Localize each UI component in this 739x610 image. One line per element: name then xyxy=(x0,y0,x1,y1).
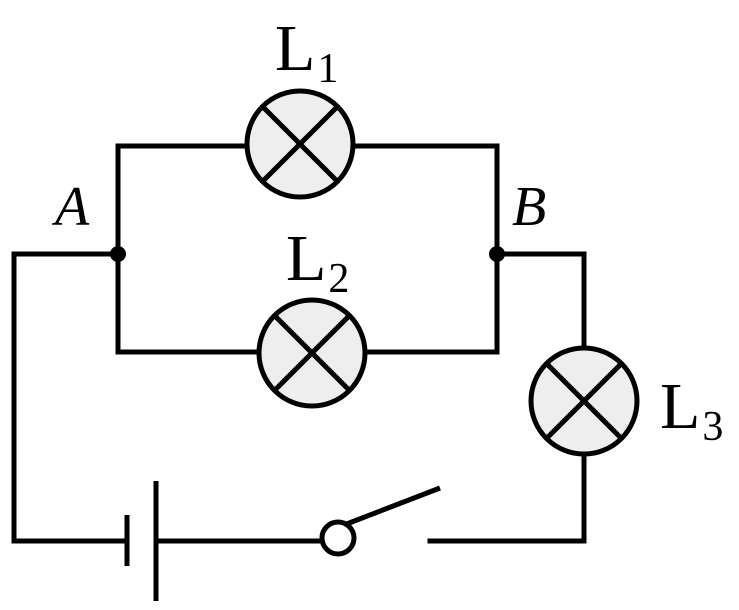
lamp-l2-subscript: 2 xyxy=(328,256,349,302)
branch-l2 xyxy=(115,251,500,355)
lamp-l3-subscript: 3 xyxy=(702,404,723,450)
switch-pivot xyxy=(319,519,357,557)
battery xyxy=(124,481,159,601)
switch xyxy=(319,485,441,557)
junction-a-dot xyxy=(110,246,126,262)
switch-lever xyxy=(343,485,441,528)
lamp-l2-cross-b xyxy=(273,314,351,392)
lamp-l1 xyxy=(244,88,356,200)
lamp-l2-letter: L xyxy=(286,222,326,295)
lamp-l2 xyxy=(256,297,368,409)
lamp-l3-letter: L xyxy=(660,370,700,443)
lamp-l1-letter: L xyxy=(275,12,315,85)
node-b-label: B xyxy=(512,176,546,238)
lamp-l3-cross-b xyxy=(545,362,623,440)
lamp-l3-label: L3 xyxy=(660,370,723,450)
lamp-l2-label: L2 xyxy=(286,222,349,302)
junction-b-dot xyxy=(489,246,505,262)
lamp-l3 xyxy=(528,345,640,457)
lamp-l1-label: L1 xyxy=(275,12,338,92)
outer-loop xyxy=(11,251,587,544)
lamp-l1-cross-b xyxy=(261,105,339,183)
branch-l1 xyxy=(115,143,500,257)
node-a-label: A xyxy=(51,176,90,238)
lamp-l1-subscript: 1 xyxy=(317,46,338,92)
